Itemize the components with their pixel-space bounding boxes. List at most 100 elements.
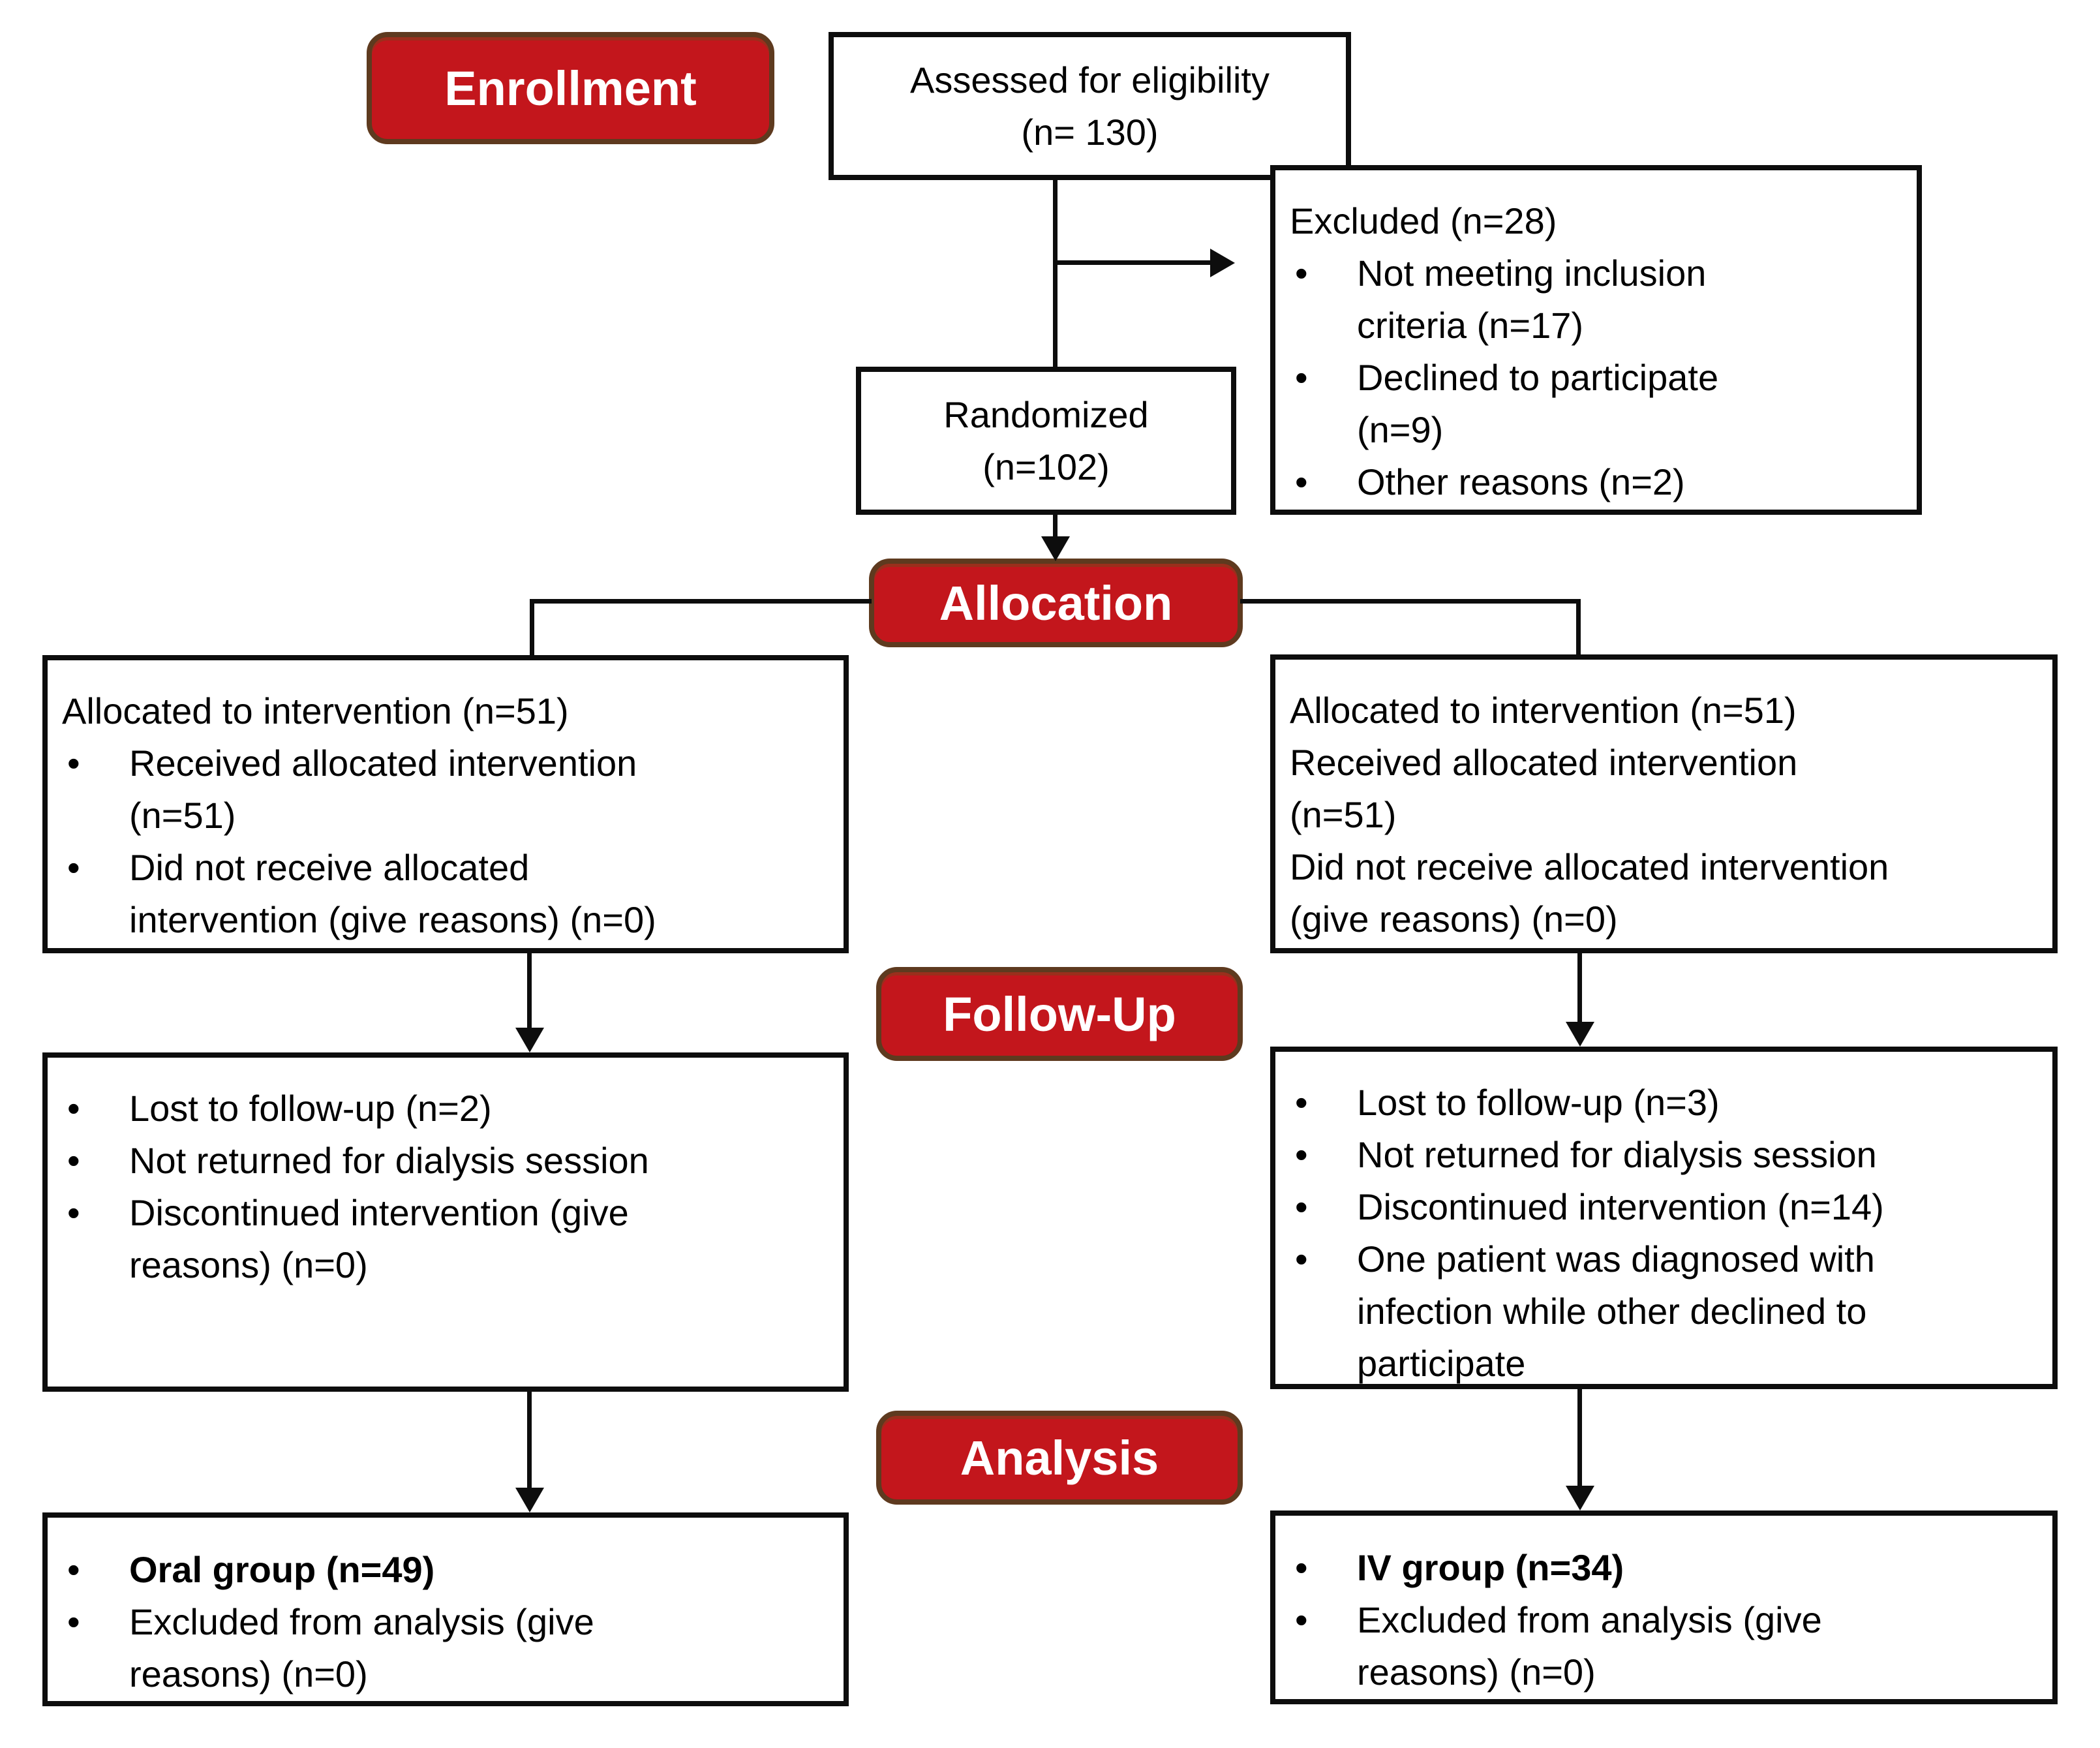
bullet-icon: • (1295, 1082, 1308, 1123)
connector-followupright-to-analysisright (1577, 1389, 1582, 1487)
bullet-item: • Did not receive allocated intervention… (62, 842, 830, 946)
connector-allocright-to-followupright (1577, 953, 1582, 1023)
connector-allocation-split-right-vertical (1576, 599, 1581, 657)
bullet-item: • One patient was diagnosed with infecti… (1290, 1233, 2039, 1390)
stage-label-text: Analysis (960, 1430, 1159, 1485)
arrowhead-down-icon (515, 1488, 544, 1512)
bullet-icon: • (67, 743, 80, 784)
bullet-icon: • (1295, 1547, 1308, 1588)
text-line: Not returned for dialysis session (129, 1140, 649, 1181)
bullet-icon: • (67, 1088, 80, 1129)
box-assessed-eligibility: Assessed for eligibility (n= 130) (829, 32, 1351, 180)
text-line: (give reasons) (n=0) (1290, 898, 1618, 940)
box-allocated-left: Allocated to intervention (n=51) • Recei… (42, 655, 849, 953)
text-line: (n=9) (1357, 409, 1444, 450)
bullet-icon: • (1295, 461, 1308, 502)
box-analysis-right: • IV group (n=34) • Excluded from analys… (1270, 1510, 2058, 1704)
box-randomized: Randomized (n=102) (856, 367, 1236, 515)
text-line: Excluded (n=28) (1290, 200, 1557, 241)
bullet-icon: • (1295, 1238, 1308, 1280)
bullet-item: • Other reasons (n=2) (1290, 456, 1904, 508)
bullet-icon: • (1295, 357, 1308, 398)
text-line: Assessed for eligibility (910, 59, 1270, 100)
bullet-item: • Not returned for dialysis session (1290, 1129, 2039, 1181)
arrowhead-right-icon (1210, 249, 1235, 277)
bullet-item: • Discontinued intervention (give reason… (62, 1187, 830, 1291)
text-line: Lost to follow-up (n=2) (129, 1088, 492, 1129)
text-line: reasons) (n=0) (129, 1653, 368, 1694)
stage-label-text: Follow-Up (943, 987, 1176, 1041)
text-line: (n=51) (129, 795, 236, 836)
bullet-item: • Received allocated intervention (n=51) (62, 737, 830, 842)
box-excluded: Excluded (n=28) • Not meeting inclusion … (1270, 165, 1922, 515)
box-text: Allocated to intervention (n=51) Receive… (1290, 684, 2039, 945)
text-line: Excluded from analysis (give (1357, 1599, 1822, 1640)
box-followup-right: • Lost to follow-up (n=3) • Not returned… (1270, 1047, 2058, 1389)
bullet-item: • Lost to follow-up (n=3) (1290, 1077, 2039, 1129)
bullet-item: • Not returned for dialysis session (62, 1135, 830, 1187)
stage-label-enrollment: Enrollment (367, 32, 774, 144)
stage-label-followup: Follow-Up (876, 967, 1243, 1061)
text-line: intervention (give reasons) (n=0) (129, 899, 656, 940)
bullet-icon: • (67, 847, 80, 888)
text-line: Declined to participate (1357, 357, 1719, 398)
text-line: reasons) (n=0) (129, 1244, 368, 1285)
arrowhead-down-icon (1566, 1486, 1594, 1510)
bullet-item: • Excluded from analysis (give reasons) … (1290, 1594, 2039, 1698)
box-analysis-left: • Oral group (n=49) • Excluded from anal… (42, 1512, 849, 1706)
text-line: Discontinued intervention (n=14) (1357, 1186, 1884, 1227)
connector-assessed-to-randomized (1053, 179, 1058, 369)
bullet-icon: • (67, 1549, 80, 1590)
connector-assessed-to-excluded (1053, 260, 1211, 265)
text-line: infection while other declined to (1357, 1291, 1867, 1332)
connector-allocation-split-right-horizontal (1240, 599, 1581, 604)
text-line: Did not receive allocated (129, 847, 530, 888)
bullet-item: • Lost to follow-up (n=2) (62, 1082, 830, 1135)
text-line: Allocated to intervention (n=51) (1290, 690, 1797, 731)
text-line: Lost to follow-up (n=3) (1357, 1082, 1720, 1123)
stage-label-allocation: Allocation (869, 559, 1243, 647)
text-line: participate (1357, 1343, 1526, 1384)
text-line: (n=102) (982, 446, 1110, 487)
bullet-item: • Declined to participate (n=9) (1290, 352, 1904, 456)
stage-label-text: Enrollment (444, 61, 697, 115)
connector-allocation-split-left-horizontal (530, 599, 872, 604)
box-title: Excluded (n=28) (1290, 195, 1904, 247)
arrowhead-down-icon (1566, 1022, 1594, 1047)
bullet-item: • Discontinued intervention (n=14) (1290, 1181, 2039, 1233)
box-allocated-right: Allocated to intervention (n=51) Receive… (1270, 654, 2058, 953)
box-followup-left: • Lost to follow-up (n=2) • Not returned… (42, 1052, 849, 1392)
text-line: Received allocated intervention (129, 743, 637, 784)
arrowhead-down-icon (1041, 536, 1070, 561)
connector-randomized-to-allocation (1053, 514, 1058, 538)
text-line: Not returned for dialysis session (1357, 1134, 1877, 1175)
stage-label-analysis: Analysis (876, 1411, 1243, 1505)
text-line: reasons) (n=0) (1357, 1651, 1596, 1693)
bullet-item: • Excluded from analysis (give reasons) … (62, 1596, 830, 1700)
connector-allocation-split-left-vertical (530, 599, 534, 658)
text-line: Discontinued intervention (give (129, 1192, 629, 1233)
text-line: criteria (n=17) (1357, 305, 1584, 346)
text-line: Allocated to intervention (n=51) (62, 690, 569, 731)
text-line: Randomized (943, 393, 1149, 435)
text-line: Other reasons (n=2) (1357, 461, 1685, 502)
bullet-item: • Not meeting inclusion criteria (n=17) (1290, 247, 1904, 352)
box-title: Allocated to intervention (n=51) (62, 685, 830, 737)
bullet-icon: • (1295, 253, 1308, 294)
bullet-item: • Oral group (n=49) (62, 1544, 830, 1596)
bullet-item: • IV group (n=34) (1290, 1542, 2039, 1594)
text-line: Excluded from analysis (give (129, 1601, 594, 1642)
text-line: Did not receive allocated intervention (1290, 846, 1889, 887)
arrowhead-down-icon (515, 1028, 544, 1052)
text-line: (n=51) (1290, 794, 1397, 835)
text-line: IV group (n=34) (1357, 1547, 1624, 1588)
bullet-icon: • (1295, 1599, 1308, 1640)
bullet-icon: • (67, 1140, 80, 1181)
text-line: One patient was diagnosed with (1357, 1238, 1875, 1280)
connector-followupleft-to-analysisleft (527, 1392, 532, 1489)
text-line: Oral group (n=49) (129, 1549, 435, 1590)
connector-allocleft-to-followupleft (527, 953, 532, 1029)
bullet-icon: • (1295, 1134, 1308, 1175)
bullet-icon: • (67, 1192, 80, 1233)
bullet-icon: • (67, 1601, 80, 1642)
